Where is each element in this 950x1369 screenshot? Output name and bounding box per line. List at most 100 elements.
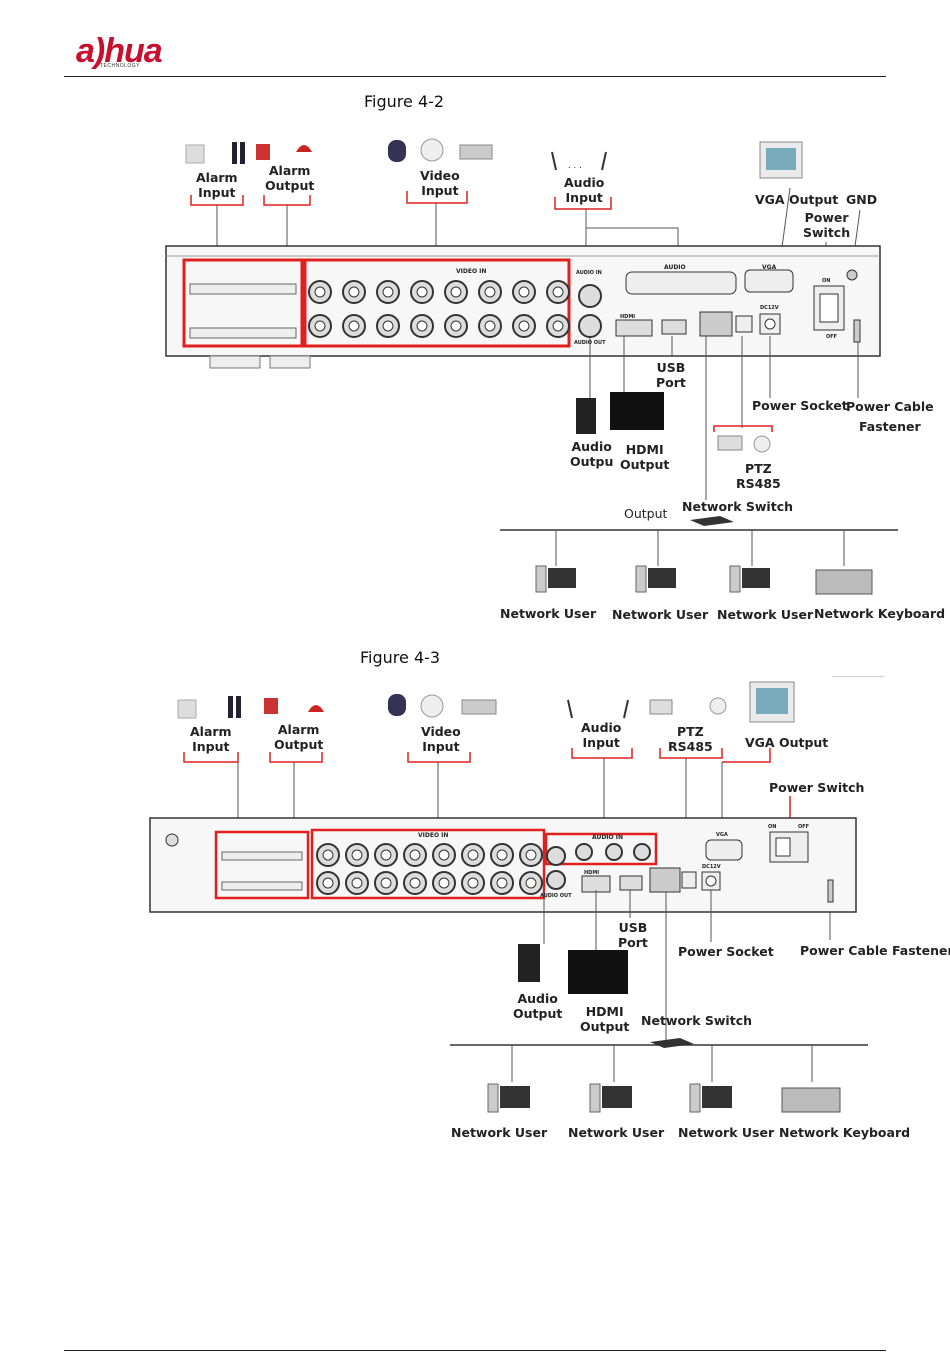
bnc-connector-center bbox=[314, 286, 326, 298]
alarm-beam-icon bbox=[232, 142, 237, 164]
fig42-panel-dc: DC12V bbox=[760, 305, 779, 311]
hdmi-tv-icon bbox=[610, 392, 664, 430]
fig42-network-user-1: Network User bbox=[500, 606, 597, 621]
bnc-connector-center bbox=[438, 877, 450, 889]
audio-db25-port bbox=[625, 271, 737, 295]
fig42-panel-videoin: VIDEO IN bbox=[456, 268, 487, 275]
alarm-siren-icon bbox=[256, 144, 270, 160]
fig42-panel-audioout: AUDIO OUT bbox=[574, 340, 606, 346]
bnc-connector-center bbox=[552, 286, 564, 298]
bnc-connector-center bbox=[484, 286, 496, 298]
fig42-panel-vga: VGA bbox=[762, 264, 777, 271]
bnc-connector-center bbox=[416, 320, 428, 332]
bnc-connector-center bbox=[518, 320, 530, 332]
fig42-power-socket-label: Power Socket bbox=[752, 398, 848, 413]
fig43-panel-hdmi: HDMI bbox=[584, 870, 600, 876]
svg-text:. . .: . . . bbox=[568, 160, 582, 171]
bnc-connector-center bbox=[382, 320, 394, 332]
audio-in-port bbox=[578, 284, 602, 308]
fig42-panel-audio: AUDIO bbox=[664, 264, 686, 271]
bnc-connector-center bbox=[314, 320, 326, 332]
video-input-highlight bbox=[303, 258, 571, 348]
dome-camera-icon bbox=[388, 140, 406, 162]
fig43-power-socket-label: Power Socket bbox=[678, 944, 774, 959]
alarm-light-icon bbox=[296, 145, 312, 152]
bnc-connector-center bbox=[467, 849, 479, 861]
fig42-output-label: Output bbox=[624, 506, 668, 521]
figure-4-3-caption: Figure 4-3 bbox=[360, 648, 441, 667]
bnc-connector-center bbox=[351, 849, 363, 861]
network-keyboard-icon bbox=[815, 569, 873, 595]
fig43-network-user-3: Network User bbox=[678, 1125, 775, 1140]
fig43-network-user-1: Network User bbox=[451, 1125, 548, 1140]
fig43-panel-dc: DC12V bbox=[702, 864, 721, 870]
fig42-network-user-3: Network User bbox=[717, 607, 814, 622]
bnc-connector-center bbox=[348, 286, 360, 298]
bnc-connector-center bbox=[525, 849, 537, 861]
bnc-connector-center bbox=[484, 320, 496, 332]
bnc-connector-center bbox=[348, 320, 360, 332]
footer-rule bbox=[64, 1350, 886, 1351]
bnc-connector-center bbox=[380, 849, 392, 861]
fig42-gnd-label: GND bbox=[846, 192, 878, 207]
bnc-connector-center bbox=[438, 849, 450, 861]
alarm-sensor-icon bbox=[185, 144, 205, 164]
header-rule bbox=[64, 76, 886, 77]
bnc-connector-center bbox=[380, 877, 392, 889]
fig43-network-switch-label: Network Switch bbox=[641, 1013, 752, 1028]
network-switch-icon bbox=[690, 516, 734, 526]
bnc-connector-center bbox=[525, 877, 537, 889]
fig42-network-user-2: Network User bbox=[612, 607, 709, 622]
speaker-icon bbox=[576, 398, 596, 434]
bnc-connector-center bbox=[450, 286, 462, 298]
network-user-pc-icons bbox=[535, 565, 770, 593]
fig42-panel-off: OFF bbox=[826, 334, 838, 340]
fig43-panel-audioin: AUDIO IN bbox=[592, 834, 623, 841]
ptz-camera-icon bbox=[420, 138, 444, 162]
bnc-connector-center bbox=[409, 849, 421, 861]
fig42-panel-hdmi: HDMI bbox=[620, 314, 636, 320]
usb-port bbox=[661, 319, 687, 335]
fig43-power-switch-label: Power Switch bbox=[769, 780, 865, 795]
rs485-port bbox=[735, 315, 753, 333]
bnc-connector-center bbox=[552, 320, 564, 332]
bnc-connector-center bbox=[322, 877, 334, 889]
bnc-connector-center bbox=[322, 849, 334, 861]
fig43-panel-audioout: AUDIO OUT bbox=[540, 893, 572, 899]
fig43-network-user-2: Network User bbox=[568, 1125, 665, 1140]
fig42-vga-output-label: VGA Output bbox=[755, 192, 839, 207]
audio-out-port bbox=[578, 314, 602, 338]
ptz-decoder-icon bbox=[717, 435, 743, 451]
bnc-connector-center bbox=[496, 849, 508, 861]
fig43-network-keyboard-label: Network Keyboard bbox=[779, 1125, 911, 1140]
microphone-icon: . . . bbox=[551, 151, 607, 171]
fig43-panel-vga: VGA bbox=[716, 832, 728, 838]
bnc-connector-center bbox=[450, 320, 462, 332]
figure-4-2-caption: Figure 4-2 bbox=[364, 92, 445, 111]
bnc-connector-center bbox=[409, 877, 421, 889]
bnc-connector-center bbox=[351, 877, 363, 889]
fig42-panel-on: ON bbox=[822, 278, 831, 284]
alarm-terminal-highlight bbox=[182, 258, 304, 348]
vga-port bbox=[744, 269, 794, 293]
bnc-connector-center bbox=[416, 286, 428, 298]
fig42-panel-audioin: AUDIO IN bbox=[576, 270, 602, 276]
fig43-power-cable-fastener-label: Power Cable Fastener bbox=[800, 943, 950, 958]
bnc-connector-center bbox=[467, 877, 479, 889]
fig42-network-keyboard-label: Network Keyboard bbox=[814, 606, 946, 621]
